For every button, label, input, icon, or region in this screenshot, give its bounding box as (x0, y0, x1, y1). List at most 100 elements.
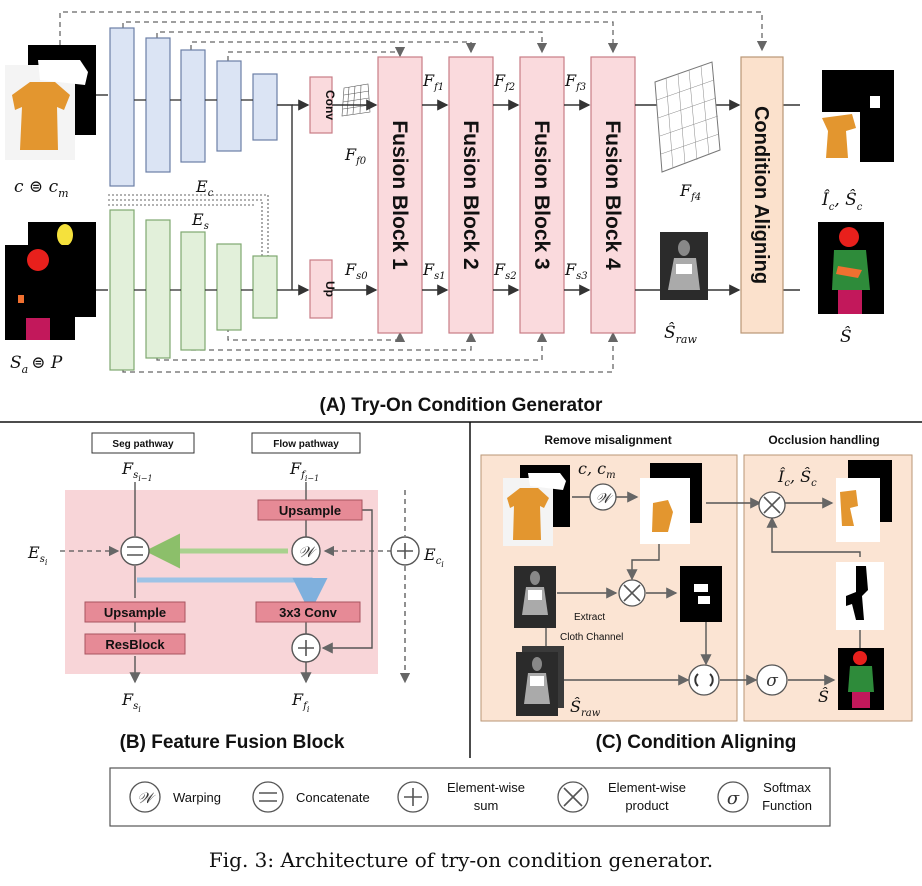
encoder-es-label: Es (191, 210, 209, 232)
svg-text:Concatenate: Concatenate (296, 790, 370, 805)
output-seg-image (818, 222, 884, 314)
cloth-channel-label: Cloth Channel (560, 632, 623, 643)
s-raw-label: Ŝraw (664, 322, 697, 346)
occlusion-mask-image (836, 562, 884, 630)
panel-c: Remove misalignment Occlusion handling c… (480, 433, 913, 753)
svg-text:Fsi: Fsi (121, 690, 141, 714)
svg-text:Softmax: Softmax (763, 780, 811, 795)
svg-text:Function: Function (762, 798, 812, 813)
s-raw-stack-image (516, 646, 564, 716)
panel-b: Seg pathway Flow pathway Fsi−1 Ffi−1 Esi… (27, 432, 444, 753)
conv-label: Conv (323, 90, 337, 120)
legend-sum: Element-wise sum (397, 780, 525, 813)
resblock-box (84, 633, 186, 655)
svg-text:Fs3: Fs3 (564, 260, 588, 282)
svg-text:σ: σ (766, 671, 778, 691)
seg-input-image (5, 222, 96, 340)
output-cloth-image (818, 70, 894, 162)
svg-text:Ff2: Ff2 (493, 71, 515, 93)
seg-input-label: Sa⊜ P (10, 353, 63, 376)
encoder-es (109, 209, 278, 371)
svg-text:Ff1: Ff1 (422, 71, 444, 93)
panel-b-title: (B) Feature Fusion Block (120, 732, 345, 753)
legend-product: Element-wise product (557, 780, 686, 813)
c-cm-image (503, 465, 570, 546)
svg-text:Fs1: Fs1 (422, 260, 446, 282)
panel-a: c ⊜ cm Sa⊜ P Ec (5, 11, 894, 416)
seg-feature-labels: Fs0 Fs1 Fs2 Fs3 (344, 260, 588, 282)
final-seg-label-c: Ŝ (818, 686, 829, 706)
occ-output-image (836, 460, 892, 542)
svg-text:Ff0: Ff0 (344, 145, 367, 167)
skip-connections-top (59, 11, 768, 61)
flow-pathway-label: Flow pathway (273, 439, 339, 450)
warped-cloth-image (640, 463, 702, 544)
svg-text:Ffi: Ffi (291, 690, 310, 714)
s-raw-image (660, 232, 708, 300)
upsample-seg-box (84, 601, 186, 623)
svg-text:𝒲: 𝒲 (137, 789, 156, 807)
svg-text:Fusion Block 2: Fusion Block 2 (459, 120, 482, 269)
svg-text:𝒲: 𝒲 (298, 543, 317, 561)
fusion-block-1: Fusion Block 1 (377, 56, 423, 334)
encoder-ec (109, 27, 278, 187)
upsample-flow-box (257, 499, 363, 521)
legend-warp: 𝒲 Warping (129, 781, 221, 813)
flow-field-f4 (654, 61, 721, 173)
svg-text:Eci: Eci (423, 545, 444, 569)
resblock-label: ResBlock (105, 637, 165, 652)
condition-aligning-block: Condition Aligning (740, 56, 784, 334)
legend-softmax: σ Softmax Function (717, 780, 812, 813)
replace-op (688, 664, 720, 696)
svg-text:Element-wise: Element-wise (608, 780, 686, 795)
grayscale-person-image (514, 566, 556, 628)
occ-output-label: Îc, Ŝc (777, 466, 817, 489)
encoder-ec-label: Ec (195, 177, 214, 199)
extract-label: Extract (574, 612, 605, 623)
c-cm-label: c, cm (578, 459, 616, 481)
cloth-input-label: c ⊜ cm (14, 177, 69, 200)
svg-text:Fsi−1: Fsi−1 (121, 459, 153, 483)
concat-op (120, 536, 150, 566)
flow-pathway-box (251, 432, 361, 454)
merge-lines (277, 99, 310, 296)
up-label: Up (323, 281, 337, 297)
fusion-block-4: Fusion Block 4 (590, 56, 636, 334)
s-raw-label-c: Ŝraw (570, 696, 601, 719)
svg-text:Fs2: Fs2 (493, 260, 517, 282)
blue-arrow (137, 577, 328, 613)
output-cloth-label: Îc, Ŝc (821, 189, 863, 213)
seg-pathway-box (91, 432, 195, 454)
figure-caption: Fig. 3: Architecture of try-on condition… (209, 848, 713, 872)
up-box (309, 259, 333, 319)
svg-text:Ff4: Ff4 (679, 181, 701, 203)
flow-path-lines (300, 482, 373, 684)
fusion-block-2: Fusion Block 2 (448, 56, 494, 334)
svg-text:Fs0: Fs0 (344, 260, 368, 282)
svg-text:Ffi−1: Ffi−1 (289, 459, 319, 483)
panel-a-title: (A) Try-On Condition Generator (320, 395, 603, 416)
legend: 𝒲 Warping Concatenate Element-wise sum E… (109, 767, 831, 827)
svg-text:Fusion Block 1: Fusion Block 1 (388, 120, 411, 270)
product-op-c (618, 579, 646, 607)
sum-op-ec (390, 536, 420, 566)
flow-feature-labels: Ff0 Ff1 Ff2 Ff3 Ff4 (344, 71, 701, 203)
final-seg-image (838, 648, 884, 710)
seg-pathway-label: Seg pathway (112, 439, 174, 450)
softmax-op-c: σ (756, 664, 788, 696)
occlusion-handling-label: Occlusion handling (768, 433, 879, 447)
svg-text:sum: sum (474, 798, 499, 813)
panel-b-dashed (60, 490, 411, 684)
svg-text:Warping: Warping (173, 790, 221, 805)
conv3-box (255, 601, 361, 623)
svg-text:σ: σ (727, 788, 740, 809)
svg-text:Esi: Esi (27, 543, 48, 567)
warp-op-c: 𝒲 (589, 483, 617, 511)
svg-text:Element-wise: Element-wise (447, 780, 525, 795)
warp-op: 𝒲 (291, 536, 321, 566)
svg-text:𝒲: 𝒲 (596, 491, 614, 507)
svg-text:product: product (625, 798, 669, 813)
legend-concat: Concatenate (252, 781, 370, 813)
cloth-mask-image (680, 566, 722, 622)
legend-box (109, 767, 831, 827)
